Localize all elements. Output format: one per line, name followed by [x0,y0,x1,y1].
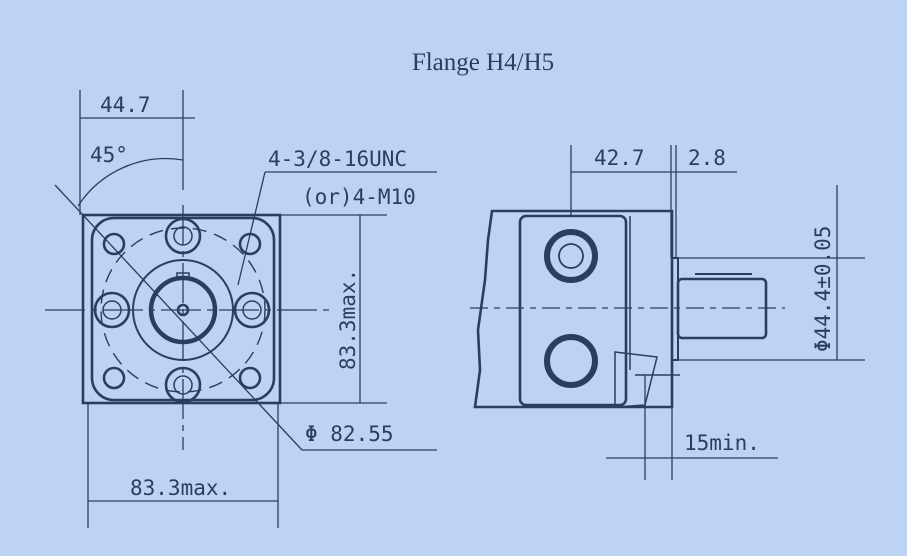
side-view: 42.7 2.8 Φ44.4±0.05 15min. [470,145,865,480]
dim-42-7: 42.7 [594,146,645,170]
dim-15min: 15min. [684,431,760,455]
thread-spec: 4-3/8-16UNC [268,147,407,171]
thread-alt: (or)4-M10 [302,185,416,209]
pilot-dia-tolerance: Φ44.4±0.05 [811,226,835,352]
pilot-diameter: Φ 82.55 [305,422,394,446]
dim-44-7: 44.7 [100,93,151,117]
dim-2-8: 2.8 [688,146,726,170]
front-view: 44.7 45° 4-3/8-16UNC (or)4-M10 83.3max. … [45,90,437,528]
drawing-title: Flange H4/H5 [412,49,554,76]
angle-45: 45° [90,143,128,167]
dim-width: 83.3max. [130,476,231,500]
dim-height: 83.3max. [336,269,360,370]
